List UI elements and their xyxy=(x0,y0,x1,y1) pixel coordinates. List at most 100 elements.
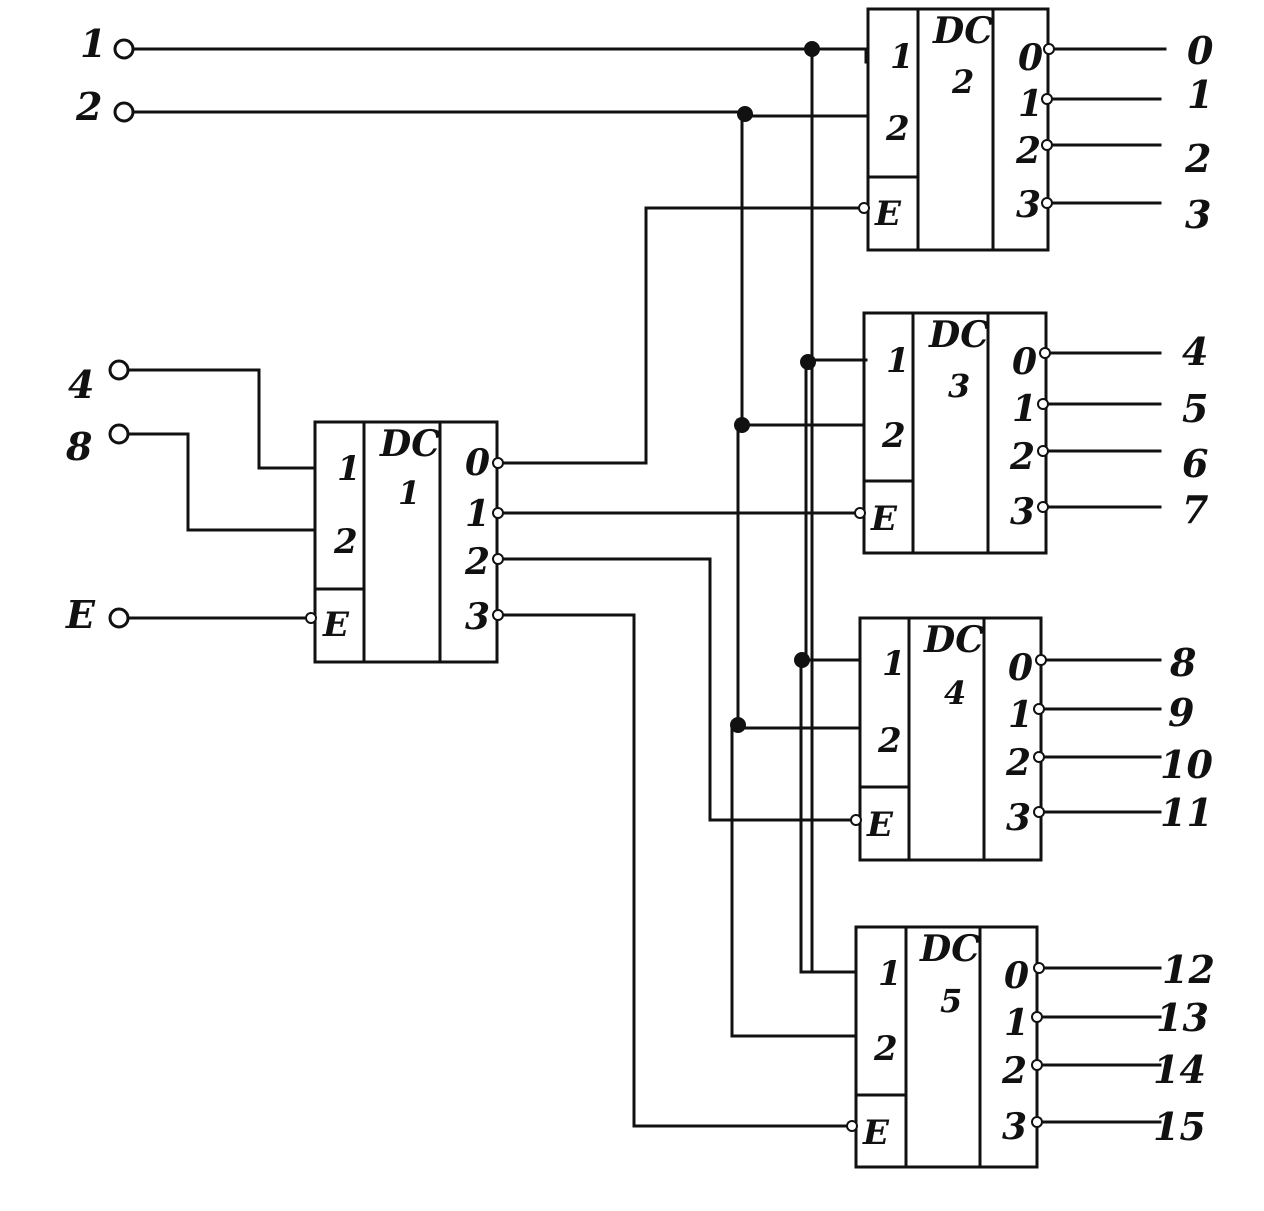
inversion-bubble xyxy=(1033,962,1045,974)
input-label-e: E xyxy=(65,592,96,637)
svg-text:0: 0 xyxy=(1018,37,1043,79)
input-terminal-1 xyxy=(113,38,135,60)
output-label-15: 15 xyxy=(1153,1104,1206,1149)
inversion-bubble xyxy=(1039,347,1051,359)
svg-text:2: 2 xyxy=(881,416,906,456)
decoder-dc3: DC 3 1 2 E 0 1 2 3 xyxy=(854,311,1051,555)
svg-text:E: E xyxy=(862,1113,890,1153)
svg-text:2: 2 xyxy=(1005,742,1031,784)
svg-text:0: 0 xyxy=(1012,341,1037,383)
dc3-title: DC xyxy=(928,314,989,356)
svg-text:1: 1 xyxy=(882,644,906,684)
inversion-bubble xyxy=(1041,139,1053,151)
input-terminal-2 xyxy=(113,101,135,123)
output-label-11: 11 xyxy=(1160,790,1213,835)
svg-text:0: 0 xyxy=(465,442,490,484)
svg-text:1: 1 xyxy=(1018,83,1043,125)
svg-text:1: 1 xyxy=(878,954,902,994)
svg-text:3: 3 xyxy=(1016,184,1041,226)
svg-text:2: 2 xyxy=(873,1029,898,1069)
svg-text:1: 1 xyxy=(890,37,914,77)
decoder-dc1: DC 1 1 2 E 0 1 2 3 xyxy=(305,420,504,664)
output-label-4: 4 xyxy=(1182,329,1208,374)
svg-text:E: E xyxy=(866,805,894,845)
svg-text:2: 2 xyxy=(877,721,902,761)
svg-text:2: 2 xyxy=(464,541,490,583)
inversion-bubble xyxy=(1031,1059,1043,1071)
dc1-enable: E xyxy=(322,605,350,645)
inversion-bubble xyxy=(1037,398,1049,410)
svg-text:1: 1 xyxy=(1008,694,1033,736)
wire-input-1 xyxy=(131,47,868,64)
input-label-4: 4 xyxy=(68,362,94,407)
svg-text:E: E xyxy=(874,194,902,234)
svg-text:1: 1 xyxy=(465,493,490,535)
dc2-number: 2 xyxy=(951,63,974,101)
inversion-bubble xyxy=(1037,501,1049,513)
inversion-bubble xyxy=(1031,1011,1043,1023)
junction-dot xyxy=(794,652,810,668)
decoder-dc4: DC 4 1 2 E 0 1 2 3 xyxy=(850,616,1047,862)
output-labels: 0 1 2 3 4 5 6 7 8 9 10 11 12 13 14 15 xyxy=(1153,28,1215,1149)
wire-dc1-out3 xyxy=(501,613,850,1128)
svg-text:E: E xyxy=(870,499,898,539)
inversion-bubble xyxy=(850,814,862,826)
output-label-9: 9 xyxy=(1168,690,1194,735)
bus-bit-2 xyxy=(730,110,744,1038)
svg-text:1: 1 xyxy=(886,341,910,381)
dc5-number: 5 xyxy=(940,982,962,1020)
dc4-number: 4 xyxy=(944,674,966,712)
dc1-input-2: 2 xyxy=(333,522,358,562)
wire-input-8 xyxy=(126,432,317,532)
junction-dot xyxy=(730,717,746,733)
inversion-bubble xyxy=(492,553,504,565)
inversion-bubble xyxy=(492,507,504,519)
inversion-bubble xyxy=(1035,654,1047,666)
inversion-bubble xyxy=(1037,445,1049,457)
dc1-input-1: 1 xyxy=(337,449,361,489)
output-label-8: 8 xyxy=(1169,640,1196,685)
inversion-bubble xyxy=(858,202,870,214)
svg-text:3: 3 xyxy=(1002,1106,1027,1148)
inversion-bubble xyxy=(492,457,504,469)
output-label-12: 12 xyxy=(1162,947,1215,992)
input-label-8: 8 xyxy=(65,424,92,469)
dc1-title: DC xyxy=(379,423,440,465)
inversion-bubble xyxy=(1031,1116,1043,1128)
output-label-0: 0 xyxy=(1187,28,1214,73)
svg-text:0: 0 xyxy=(1004,955,1029,997)
decoder-dc5: DC 5 1 2 E 0 1 2 3 xyxy=(846,925,1045,1169)
inversion-bubble xyxy=(846,1120,858,1132)
inversion-bubble xyxy=(1033,703,1045,715)
svg-text:0: 0 xyxy=(1008,647,1033,689)
wire-input-4 xyxy=(126,368,317,470)
output-label-5: 5 xyxy=(1182,386,1208,431)
input-terminal-8 xyxy=(108,423,130,445)
wire-dc1-out2 xyxy=(501,557,853,822)
inversion-bubble xyxy=(854,507,866,519)
inversion-bubble xyxy=(1033,806,1045,818)
wire-dc1-out0 xyxy=(501,206,862,465)
junction-dot xyxy=(734,417,750,433)
output-label-14: 14 xyxy=(1153,1047,1206,1092)
output-label-6: 6 xyxy=(1182,441,1208,486)
svg-text:2: 2 xyxy=(1009,436,1035,478)
output-label-2: 2 xyxy=(1184,136,1211,181)
wire-input-2 xyxy=(131,110,868,118)
input-terminal-e xyxy=(108,607,130,629)
dc5-title: DC xyxy=(919,928,980,970)
dc4-title: DC xyxy=(923,619,984,661)
input-label-1: 1 xyxy=(80,21,106,66)
svg-text:2: 2 xyxy=(885,109,910,149)
dc3-number: 3 xyxy=(948,367,970,405)
inversion-bubble xyxy=(305,612,317,624)
dc1-number: 1 xyxy=(398,474,420,512)
svg-text:3: 3 xyxy=(465,596,490,638)
wire-dc5-in1 xyxy=(799,658,858,974)
inversion-bubble xyxy=(1043,43,1055,55)
inversion-bubble xyxy=(1033,751,1045,763)
junction-dot xyxy=(737,106,753,122)
output-label-3: 3 xyxy=(1185,192,1211,237)
svg-text:1: 1 xyxy=(1004,1002,1029,1044)
